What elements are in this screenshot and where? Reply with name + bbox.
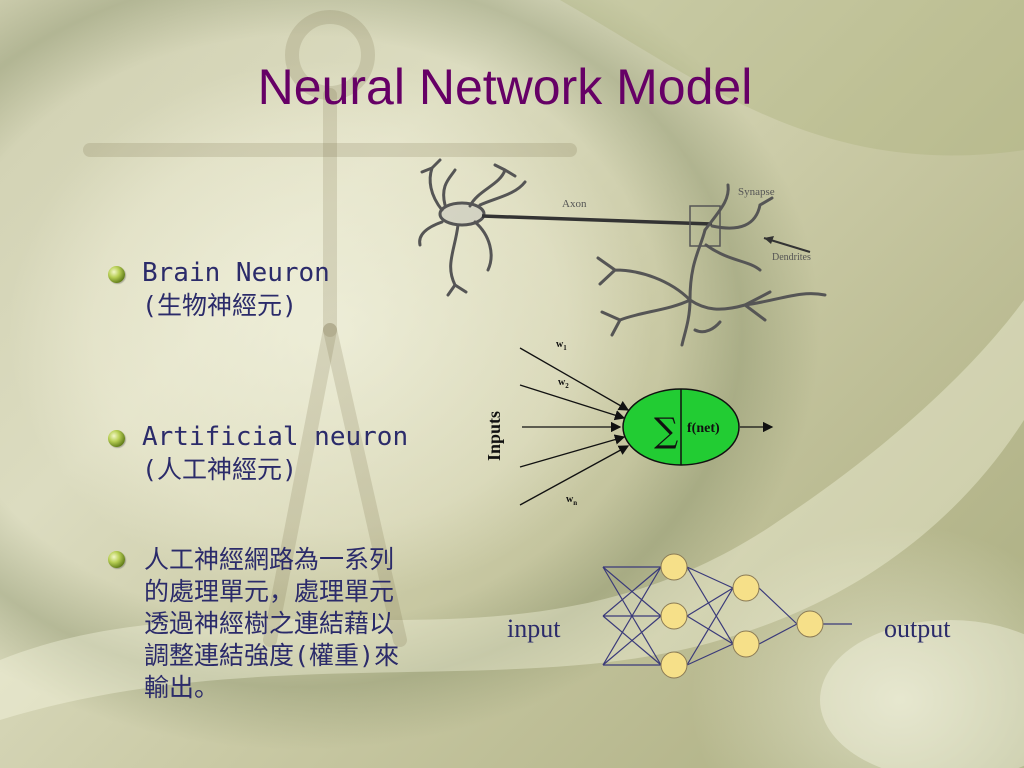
network-connection [686, 643, 734, 666]
network-node [660, 553, 688, 581]
sum-symbol: ∑ [654, 411, 678, 451]
network-node [732, 574, 760, 602]
bullet-text: 的處理單元，處理單元 [144, 577, 395, 606]
slide-title: Neural Network Model [257, 59, 753, 115]
input-arrow [519, 445, 630, 506]
weight-label: wn [566, 494, 577, 507]
network-input-label: input [507, 614, 561, 643]
input-connection [602, 615, 662, 666]
network-output-label: output [884, 614, 951, 643]
activation-label: f(net) [687, 421, 720, 436]
network-node [660, 651, 688, 679]
input-connection [602, 566, 662, 666]
bullet-marker-icon [108, 266, 125, 283]
network-connection [686, 587, 734, 617]
input-arrow [519, 384, 626, 421]
bullet-text: 透過神經樹之連結藉以 [144, 609, 395, 638]
network-connection [686, 587, 734, 666]
network-node [796, 610, 824, 638]
network-node [660, 602, 688, 630]
bullet-text: 輸出。 [144, 673, 220, 702]
inputs-label: Inputs [484, 411, 504, 461]
network-connection [686, 615, 734, 645]
bullet-marker-icon [108, 430, 125, 447]
network-connection [686, 566, 734, 645]
network-connection [686, 566, 734, 589]
bullet-text: (人工神經元) [142, 455, 298, 484]
bullet-text: (生物神經元) [142, 291, 298, 320]
input-arrow [519, 347, 630, 411]
network-connection [758, 587, 798, 625]
network-node [732, 630, 760, 658]
bullet-artificial-neuron: Artificial neuron (人工神經元) [142, 422, 408, 486]
dendrites-label: Dendrites [772, 252, 811, 263]
weight-label: w2 [558, 377, 569, 390]
weight-label: w1 [556, 339, 567, 352]
bullet-brain-neuron: Brain Neuron (生物神經元) [142, 258, 330, 322]
network-connection [758, 623, 798, 645]
bullet-marker-icon [108, 551, 125, 568]
axon-line [481, 214, 713, 226]
bullet-text: 人工神經網路為一系列 [144, 545, 395, 574]
bullet-text: Brain Neuron [142, 258, 330, 288]
axon-label: Axon [562, 198, 587, 210]
bullet-ann-description: 人工神經網路為一系列 的處理單元，處理單元 透過神經樹之連結藉以 調整連結強度(… [144, 544, 399, 704]
bullet-text: Artificial neuron [142, 422, 409, 452]
input-arrow [519, 434, 626, 468]
synapse-label: Synapse [738, 186, 775, 198]
bullet-text: 調整連結強度(權重)來 [144, 641, 400, 670]
input-connection [602, 566, 662, 617]
